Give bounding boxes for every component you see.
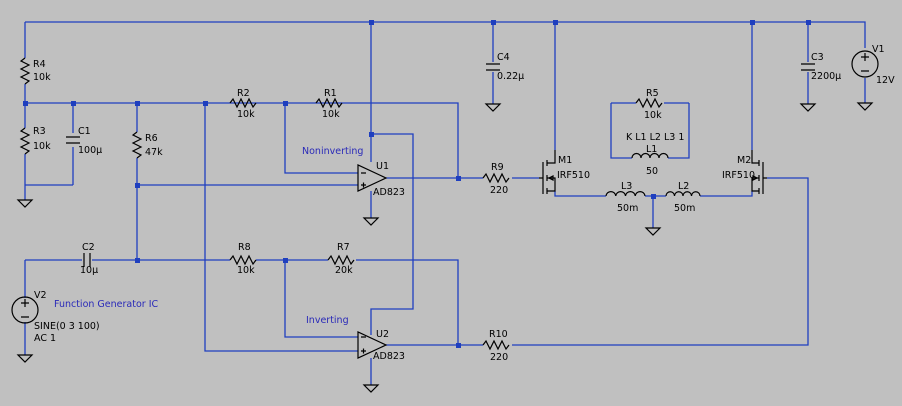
wires xyxy=(24,21,866,385)
svg-text:R6: R6 xyxy=(145,133,158,144)
voltage-source-v2: V2 SINE(0 3 100) AC 1 xyxy=(11,290,100,344)
resistor-r6: R6 47k xyxy=(131,131,163,159)
svg-text:R10: R10 xyxy=(489,329,508,340)
svg-text:R3: R3 xyxy=(33,126,46,137)
svg-text:V1: V1 xyxy=(872,44,885,55)
svg-text:10k: 10k xyxy=(322,109,340,120)
mosfet-m1: M1 IRF510 xyxy=(539,150,590,194)
svg-text:R1: R1 xyxy=(324,88,337,99)
resistor-r1: R1 10k xyxy=(315,88,343,120)
resistor-r7: R7 20k xyxy=(327,242,355,276)
svg-text:C4: C4 xyxy=(497,52,510,63)
svg-text:50m: 50m xyxy=(617,203,638,214)
opamp-u2: U2 AD823 xyxy=(357,329,405,362)
svg-text:SINE(0 3 100): SINE(0 3 100) xyxy=(34,321,100,332)
svg-text:10k: 10k xyxy=(237,265,255,276)
svg-text:V2: V2 xyxy=(34,290,47,301)
opamp-u1: U1 AD823 xyxy=(357,161,405,198)
capacitor-c3: C3 2200µ xyxy=(801,52,841,82)
resistor-r4: R4 10k xyxy=(19,57,51,85)
function-generator-label: Function Generator IC xyxy=(54,299,158,310)
svg-text:10k: 10k xyxy=(33,141,51,152)
svg-text:C1: C1 xyxy=(78,126,91,137)
svg-text:R8: R8 xyxy=(238,242,251,253)
coupling-directive: K L1 L2 L3 1 xyxy=(626,132,684,143)
svg-text:R9: R9 xyxy=(491,162,504,173)
resistor-r3: R3 10k xyxy=(19,126,51,155)
svg-text:M2: M2 xyxy=(737,155,751,166)
svg-text:220: 220 xyxy=(490,352,508,363)
svg-text:50: 50 xyxy=(646,166,658,177)
svg-text:20k: 20k xyxy=(335,265,353,276)
capacitor-c1: C1 100µ xyxy=(66,126,102,156)
resistor-r8: R8 10k xyxy=(229,242,257,276)
svg-text:L1: L1 xyxy=(646,144,657,155)
svg-text:AD823: AD823 xyxy=(373,351,405,362)
junction-dots xyxy=(23,20,811,348)
inductor-l3: L3 50m xyxy=(605,181,646,214)
svg-text:100µ: 100µ xyxy=(78,145,102,156)
svg-text:AC 1: AC 1 xyxy=(34,333,56,344)
svg-text:47k: 47k xyxy=(145,147,163,158)
svg-text:220: 220 xyxy=(490,185,508,196)
inductor-l2: L2 50m xyxy=(665,181,701,214)
svg-text:R5: R5 xyxy=(646,88,659,99)
svg-text:C2: C2 xyxy=(82,242,95,253)
inverting-label: Inverting xyxy=(306,315,349,326)
resistor-r10: R10 220 xyxy=(482,329,510,363)
svg-text:2200µ: 2200µ xyxy=(811,71,841,82)
resistor-r5: R5 10k xyxy=(635,88,663,121)
svg-text:M1: M1 xyxy=(558,155,572,166)
voltage-source-v1: V1 12V xyxy=(851,44,895,86)
svg-text:L3: L3 xyxy=(621,181,632,192)
mosfet-m2: M2 IRF510 xyxy=(722,150,767,194)
svg-text:10k: 10k xyxy=(237,109,255,120)
svg-text:AD823: AD823 xyxy=(373,187,405,198)
svg-text:IRF510: IRF510 xyxy=(722,170,755,181)
noninverting-label: Noninverting xyxy=(302,146,363,157)
svg-text:U1: U1 xyxy=(376,161,389,172)
svg-text:12V: 12V xyxy=(876,75,895,86)
capacitor-c2: C2 10µ xyxy=(80,242,98,276)
svg-text:50m: 50m xyxy=(674,203,695,214)
svg-text:10k: 10k xyxy=(33,72,51,83)
svg-text:C3: C3 xyxy=(811,52,824,63)
svg-text:R4: R4 xyxy=(33,59,46,70)
svg-text:R2: R2 xyxy=(237,88,250,99)
svg-text:0.22µ: 0.22µ xyxy=(497,71,524,82)
inductor-l1: L1 50 xyxy=(631,144,669,177)
capacitor-c4: C4 0.22µ xyxy=(486,52,524,82)
resistor-r9: R9 220 xyxy=(482,162,510,196)
svg-text:IRF510: IRF510 xyxy=(557,170,590,181)
svg-text:10k: 10k xyxy=(644,110,662,121)
svg-text:L2: L2 xyxy=(678,181,689,192)
svg-text:10µ: 10µ xyxy=(80,265,98,276)
svg-text:U2: U2 xyxy=(376,329,389,340)
ground-symbols xyxy=(16,102,874,393)
resistor-r2: R2 10k xyxy=(229,88,257,120)
svg-text:R7: R7 xyxy=(337,242,350,253)
